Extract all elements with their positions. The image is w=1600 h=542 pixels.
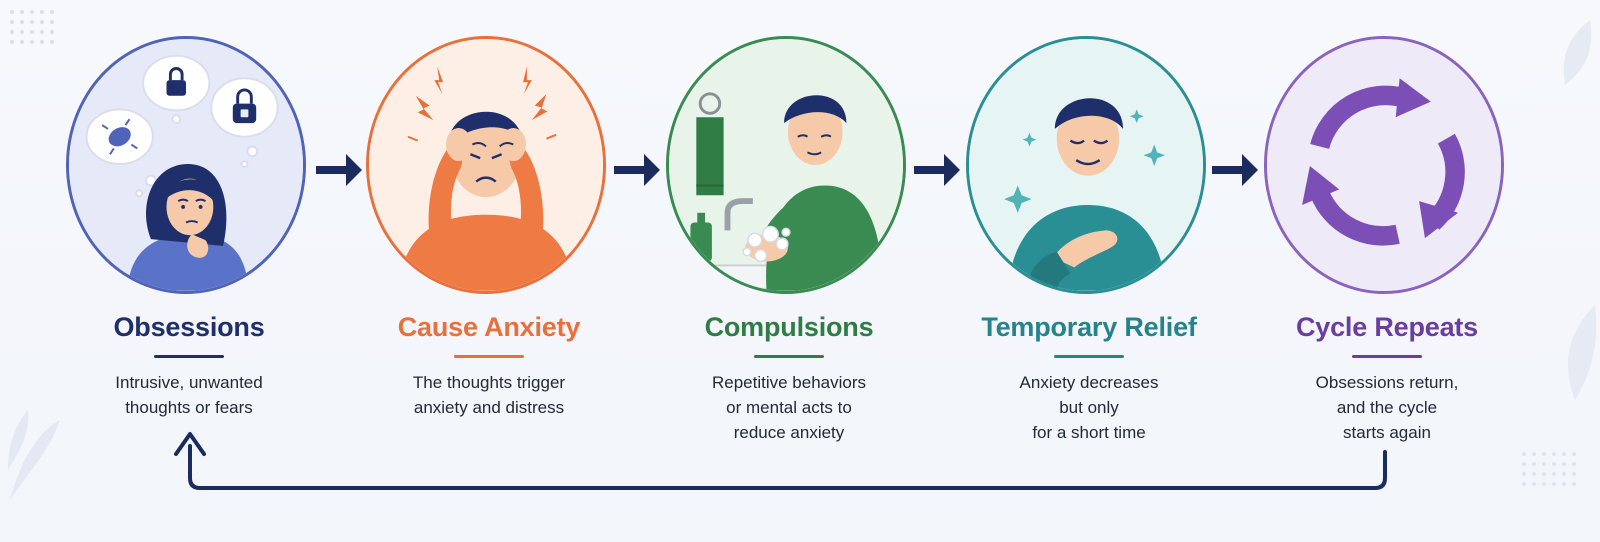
step-cause-anxiety-description: The thoughts trigger anxiety and distres… <box>344 370 634 420</box>
decorative-leaf-left <box>8 410 60 500</box>
decorative-leaf-right-mid <box>1567 305 1597 400</box>
step-cycle-repeats-illustration <box>1264 36 1504 294</box>
step-obsessions-underline <box>154 355 224 358</box>
stressed-person-holding-head-icon <box>369 39 603 291</box>
decorative-dots-bottom-right <box>1522 452 1576 486</box>
step-cause-anxiety-description-line: The thoughts trigger <box>412 373 566 392</box>
step-compulsions-description: Repetitive behaviors or mental acts to r… <box>644 370 934 445</box>
step-temporary-relief-description-line: for a short time <box>1032 423 1146 442</box>
step-temporary-relief-description-line: but only <box>1059 398 1119 417</box>
step-temporary-relief-title: Temporary Relief <box>981 312 1197 342</box>
step-compulsions-description-line: reduce anxiety <box>733 423 845 442</box>
person-washing-hands-icon <box>669 39 903 291</box>
step-cause-anxiety: Cause Anxiety The thoughts trigger anxie… <box>364 0 614 460</box>
step-obsessions-illustration <box>66 36 306 294</box>
step-cause-anxiety-title: Cause Anxiety <box>397 312 581 342</box>
step-obsessions-description: Intrusive, unwanted thoughts or fears <box>44 370 334 420</box>
step-cycle-repeats: Cycle Repeats Obsessions return, and the… <box>1262 0 1512 460</box>
step-compulsions-description-line: or mental acts to <box>726 398 852 417</box>
arrow-right-icon <box>914 154 960 186</box>
step-temporary-relief-underline <box>1054 355 1124 358</box>
arrow-right-icon <box>316 154 362 186</box>
step-cause-anxiety-description-line: anxiety and distress <box>413 398 565 417</box>
step-cycle-repeats-underline <box>1352 355 1422 358</box>
relieved-person-hand-on-chest-icon <box>969 39 1203 291</box>
step-temporary-relief: Temporary Relief Anxiety decreases but o… <box>964 0 1214 460</box>
step-cycle-repeats-description-line: and the cycle <box>1336 398 1438 417</box>
step-cycle-repeats-description-line: Obsessions return, <box>1315 373 1459 392</box>
step-compulsions-underline <box>754 355 824 358</box>
step-obsessions-description-line: Intrusive, unwanted <box>115 373 263 392</box>
step-compulsions-illustration <box>666 36 906 294</box>
step-compulsions-title: Compulsions <box>704 312 874 342</box>
step-obsessions: Obsessions Intrusive, unwanted thoughts … <box>64 0 314 460</box>
step-compulsions-description-line: Repetitive behaviors <box>711 373 867 392</box>
decorative-leaf-right <box>1563 20 1592 85</box>
step-obsessions-title: Obsessions <box>113 312 265 342</box>
step-cycle-repeats-title: Cycle Repeats <box>1296 312 1478 342</box>
step-cycle-repeats-description: Obsessions return, and the cycle starts … <box>1242 370 1532 445</box>
worried-person-with-thought-bubbles-icon <box>69 39 303 291</box>
step-cause-anxiety-illustration <box>366 36 606 294</box>
arrow-right-icon <box>614 154 660 186</box>
step-compulsions: Compulsions Repetitive behaviors or ment… <box>664 0 914 460</box>
step-temporary-relief-description: Anxiety decreases but only for a short t… <box>944 370 1234 445</box>
step-temporary-relief-description-line: Anxiety decreases <box>1019 373 1159 392</box>
arrow-right-icon <box>1212 154 1258 186</box>
step-cause-anxiety-underline <box>454 355 524 358</box>
step-temporary-relief-illustration <box>966 36 1206 294</box>
decorative-dots-top-left <box>10 10 54 44</box>
step-cycle-repeats-description-line: starts again <box>1343 423 1431 442</box>
circular-arrows-icon <box>1267 39 1501 291</box>
step-obsessions-description-line: thoughts or fears <box>125 398 253 417</box>
